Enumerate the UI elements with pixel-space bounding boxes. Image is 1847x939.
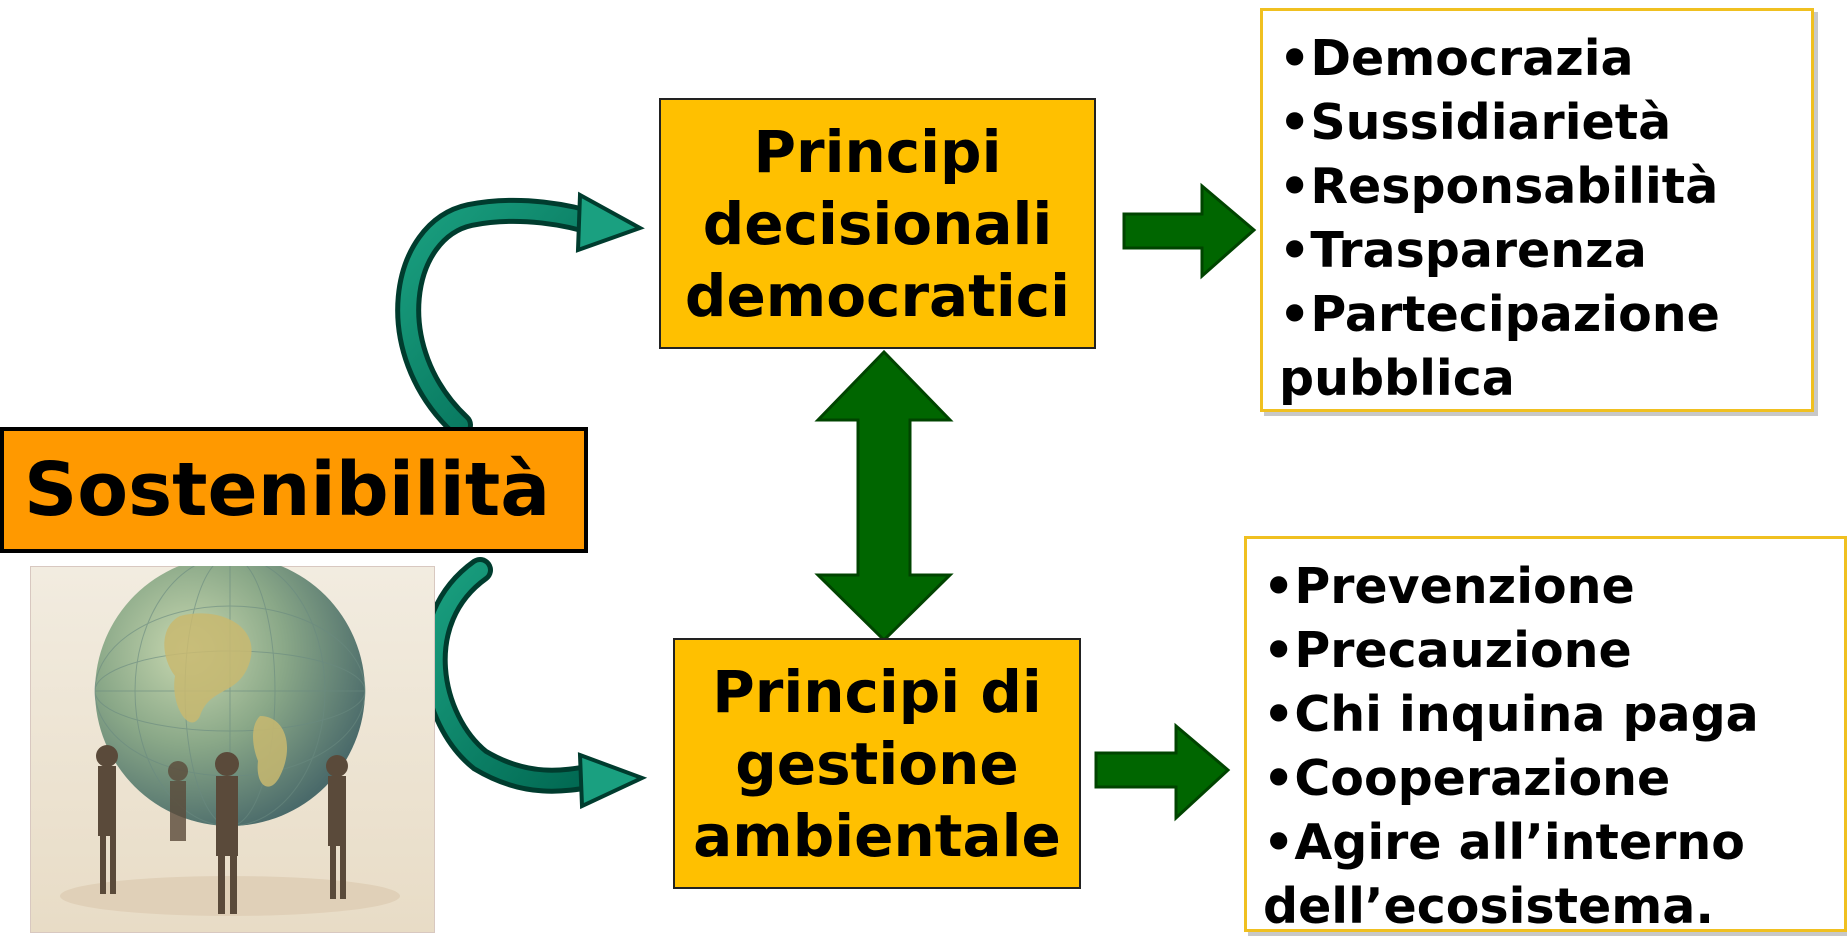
globe-held-by-people-photo: [30, 566, 435, 933]
list-item: •Precauzione: [1263, 622, 1632, 679]
list-item: •Democrazia: [1279, 30, 1634, 87]
bottom-box-line: Principi di: [712, 657, 1042, 726]
list-item: •Chi inquina paga: [1263, 686, 1759, 743]
sostenibilita-label: Sostenibilità: [24, 447, 551, 533]
principi-decisionali-box: Principi decisionali democratici: [659, 98, 1096, 349]
arrow-right-bottom: [1094, 722, 1231, 822]
environmental-principles-list: •Prevenzione •Precauzione •Chi inquina p…: [1244, 536, 1847, 935]
top-box-line: Principi: [753, 117, 1002, 186]
curved-arrow-down: [421, 557, 648, 810]
curved-arrow-up: [395, 191, 645, 438]
list-item: •Partecipazione: [1279, 286, 1720, 343]
principi-gestione-box: Principi di gestione ambientale: [673, 638, 1081, 889]
list-item: dell’ecosistema.: [1263, 878, 1714, 935]
decision-principles-list: •Democrazia •Sussidiarietà •Responsabili…: [1260, 8, 1814, 412]
sostenibilita-box: Sostenibilità: [0, 427, 588, 553]
list-item: •Responsabilità: [1279, 158, 1719, 215]
list-item: •Agire all’interno: [1263, 814, 1745, 871]
list-item: •Sussidiarietà: [1279, 94, 1672, 151]
list-item: •Trasparenza: [1279, 222, 1647, 279]
list-item: •Cooperazione: [1263, 750, 1671, 807]
bottom-box-line: gestione: [735, 729, 1019, 798]
arrow-right-top: [1122, 182, 1257, 280]
list-item: pubblica: [1279, 350, 1515, 407]
top-box-line: democratici: [684, 261, 1071, 330]
top-box-line: decisionali: [702, 189, 1053, 258]
double-arrow-vertical: [814, 349, 954, 643]
bottom-box-line: ambientale: [693, 801, 1061, 870]
list-item: •Prevenzione: [1263, 558, 1635, 615]
